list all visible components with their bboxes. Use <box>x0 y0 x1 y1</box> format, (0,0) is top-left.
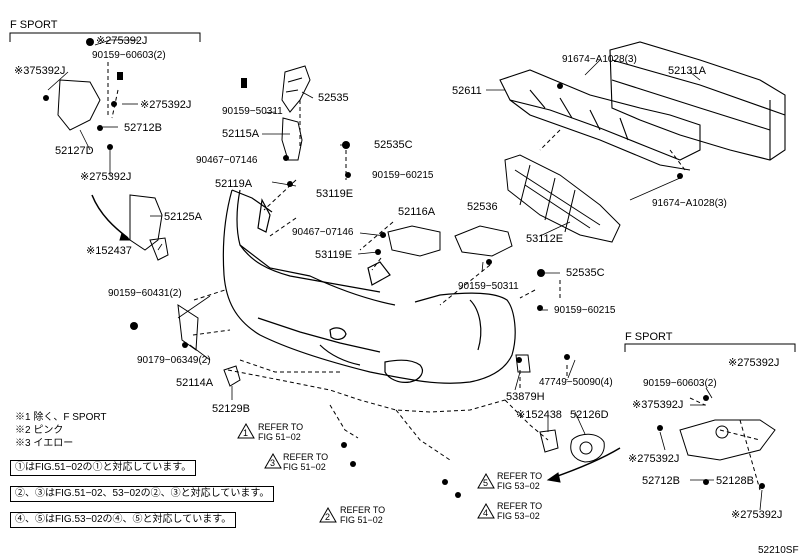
side-cover-52128B <box>679 419 776 461</box>
part-53119E-a: 53119E <box>316 188 353 200</box>
note-3: ※3 イエロー <box>15 438 74 449</box>
license-bracket-52114A <box>177 304 199 351</box>
part-90467-07146-b: 90467−07146 <box>292 227 354 238</box>
svg-text:FIG 51−02: FIG 51−02 <box>340 515 383 525</box>
legend-1: ①はFIG.51−02の①と対応しています。 <box>10 460 197 476</box>
cover-52438 <box>539 429 559 453</box>
part-53879H <box>515 354 531 373</box>
part-52125A: 52125A <box>164 211 203 223</box>
lower-grille <box>504 154 621 243</box>
svg-text:FIG 53−02: FIG 53−02 <box>497 511 540 521</box>
group-label-fsport-right: F SPORT <box>625 331 673 343</box>
part-91674-a: 91674−A1028(3) <box>562 54 637 65</box>
part-52128B: 52128B <box>716 475 754 487</box>
part-90467-07146-a: 90467−07146 <box>196 155 258 166</box>
fog-lamp-52126D <box>570 433 605 463</box>
svg-text:REFER TO: REFER TO <box>497 501 542 511</box>
part-52712B-a: 52712B <box>124 122 162 134</box>
part-75392J-d: ※275392J <box>80 171 131 183</box>
part-75392J-a: ※275392J <box>96 35 147 47</box>
reinforcement <box>609 41 786 161</box>
refer-to-2[interactable]: 2 REFER TO FIG 51−02 <box>319 505 385 525</box>
part-52119A: 52119A <box>215 178 253 190</box>
legend-2: ②、③はFIG.51−02、53−02の②、③と対応しています。 <box>10 486 275 502</box>
svg-text:FIG 51−02: FIG 51−02 <box>258 432 301 442</box>
fsport-right-bracket <box>624 343 796 352</box>
part-90179-06349: 90179−06349(2) <box>137 355 211 366</box>
part-52535C-a: 52535C <box>374 139 413 151</box>
svg-text:2: 2 <box>325 512 330 522</box>
svg-text:1: 1 <box>243 428 248 438</box>
dashed-lines <box>107 62 761 491</box>
side-cover-52125A <box>129 194 163 251</box>
cap-52129B <box>223 365 241 387</box>
svg-text:FIG 53−02: FIG 53−02 <box>497 481 540 491</box>
refer-to-5[interactable]: 5 REFER TO FIG 53−02 <box>477 471 542 491</box>
absorber <box>499 69 701 171</box>
part-90159-60603-a: 90159−60603(2) <box>92 50 166 61</box>
part-90159-60603-b: 90159−60603(2) <box>643 378 717 389</box>
part-52114A: 52114A <box>176 377 214 389</box>
part-52535: 52535 <box>318 92 349 104</box>
refer-to-3[interactable]: 3 REFER TO FIG 51−02 <box>264 452 328 472</box>
part-47749: 47749−50090(4) <box>539 377 613 388</box>
note-2: ※2 ピンク <box>15 425 64 436</box>
part-75392J-b: ※375392J <box>14 65 65 77</box>
part-52712B-b: 52712B <box>642 475 680 487</box>
part-52116A: 52116A <box>398 206 436 218</box>
part-90159-50311-b: 90159−50311 <box>458 281 519 292</box>
svg-text:FIG 51−02: FIG 51−02 <box>283 462 326 472</box>
fsport-left-bracket <box>9 32 201 42</box>
part-90159-60215-b: 90159−60215 <box>554 305 616 316</box>
part-53879H: 53879H <box>506 391 545 403</box>
part-75392J-h: ※275392J <box>731 509 782 521</box>
part-90159-50311-a: 90159−50311 <box>222 106 283 117</box>
part-52115A: 52115A <box>222 128 260 140</box>
note-1: ※1 除く、F SPORT <box>15 412 107 423</box>
part-75392J-e: ※275392J <box>728 357 779 369</box>
bracket-52535 <box>281 65 311 113</box>
part-52127D: 52127D <box>55 145 94 157</box>
part-52129B: 52129B <box>212 403 250 415</box>
part-52131A: 52131A <box>668 65 707 77</box>
part-75392J-g: ※275392J <box>628 453 679 465</box>
fasteners <box>43 38 765 498</box>
part-52438: ※152438 <box>516 409 562 421</box>
part-52437: ※152437 <box>86 245 132 257</box>
part-52611: 52611 <box>452 85 482 97</box>
part-53112E: 53112E <box>526 233 563 245</box>
part-53119E-b: 53119E <box>315 249 352 261</box>
refer-to-4[interactable]: 4 REFER TO FIG 53−02 <box>477 501 542 521</box>
bracket-52116A <box>387 225 441 257</box>
svg-text:REFER TO: REFER TO <box>340 505 385 515</box>
part-91674-b: 91674−A1028(3) <box>652 198 727 209</box>
svg-text:5: 5 <box>483 478 488 488</box>
group-label-fsport-left: F SPORT <box>10 19 58 31</box>
svg-text:REFER TO: REFER TO <box>258 422 303 432</box>
side-cover-52127D <box>57 79 101 131</box>
svg-text:3: 3 <box>270 458 275 468</box>
legend-3: ④、⑤はFIG.53−02の④、⑤と対応しています。 <box>10 512 237 528</box>
bracket-52115A <box>281 117 303 161</box>
svg-text:REFER TO: REFER TO <box>283 452 328 462</box>
bracket-52536 <box>454 225 513 257</box>
part-52535C-b: 52535C <box>566 267 605 279</box>
part-75392J-f: ※375392J <box>632 399 683 411</box>
refer-to-1[interactable]: 1 REFER TO FIG 51−02 <box>237 422 303 442</box>
part-75392J-c: ※275392J <box>140 99 191 111</box>
part-52126D: 52126D <box>570 409 609 421</box>
svg-text:4: 4 <box>483 508 488 518</box>
svg-text:REFER TO: REFER TO <box>497 471 542 481</box>
part-90159-60215-a: 90159−60215 <box>372 170 434 181</box>
part-90159-60431: 90159−60431(2) <box>108 288 182 299</box>
figure-id: 52210SF <box>758 545 799 556</box>
part-52536: 52536 <box>467 201 498 213</box>
